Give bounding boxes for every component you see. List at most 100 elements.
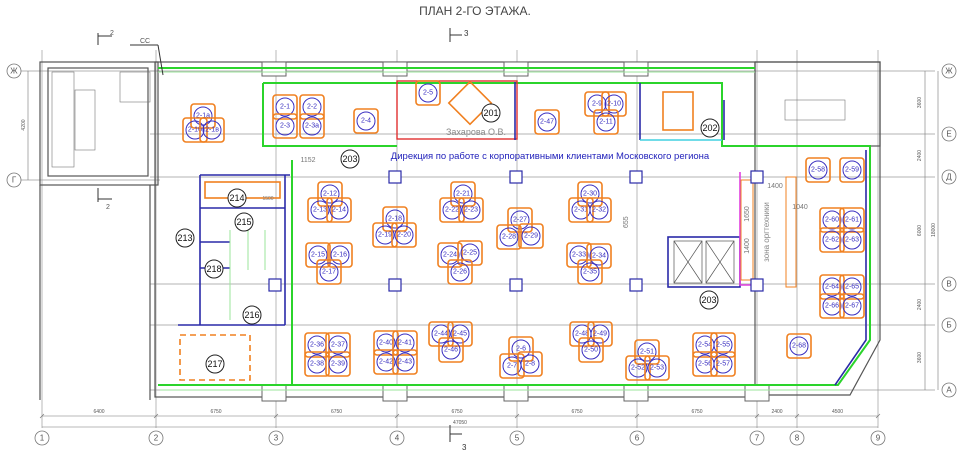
workstation[interactable]: 2-28 [496,224,522,250]
workstation[interactable]: 2-1б [182,117,208,143]
workstation-marker [713,335,733,355]
dimension-1500: 1500 [262,196,273,202]
workstation[interactable]: 2-14 [326,197,352,223]
workstation[interactable]: 2-13 [307,197,333,223]
workstation-label: 2-68 [792,343,806,350]
workstation[interactable]: 2-60 [819,207,845,233]
workstation-label: 2-53 [650,365,664,372]
column-axis-label: 1 [40,434,45,443]
workstation[interactable]: 2-31 [568,197,594,223]
workstation-label: 2-61 [845,217,859,224]
workstation-marker [385,209,405,229]
workstation-marker [302,97,322,117]
workstation[interactable]: 2-32 [586,197,612,223]
section-mark-left-top: 2 [110,30,114,37]
workstation-marker [461,200,481,220]
workstation-label: 2-67 [845,303,859,310]
workstation[interactable]: 2-17 [316,259,342,285]
column-axis-label: 8 [795,434,800,443]
workstation[interactable]: 2-19 [372,222,398,248]
workstation[interactable]: 2-55 [710,332,736,358]
desk-icon [307,197,333,223]
workstation[interactable]: 2-21 [450,181,476,207]
workstation-marker [647,358,667,378]
workstation[interactable]: 2-51 [634,339,660,365]
workstation[interactable]: 2-59 [839,157,865,183]
workstation[interactable]: 2-1а [190,103,216,129]
workstation[interactable]: 2-25 [457,240,483,266]
bottom-dimension: 6750 [691,409,702,415]
workstation[interactable]: 2-33 [566,242,592,268]
workstation[interactable]: 2-46 [438,337,464,363]
workstation[interactable]: 2-37 [325,332,351,358]
workstation[interactable]: 2-54 [692,332,718,358]
workstation[interactable]: 2-12 [317,181,343,207]
workstation-label: 2-5 [423,90,433,97]
workstation[interactable]: 2-39 [325,351,351,377]
workstation[interactable]: 2-47 [534,109,560,135]
workstation[interactable]: 2-8 [517,351,543,377]
workstation[interactable]: 2-2 [299,94,325,120]
workstation[interactable]: 2-4 [353,108,379,134]
workstation[interactable]: 2-18 [382,206,408,232]
workstation[interactable]: 2-58 [805,157,831,183]
workstation[interactable]: 2-63 [839,227,865,253]
workstation[interactable]: 2-53 [644,355,670,381]
workstation[interactable]: 2-44 [428,321,454,347]
workstation[interactable]: 2-45 [447,321,473,347]
workstation[interactable]: 2-16 [327,242,353,268]
workstation[interactable]: 2-62 [819,227,845,253]
workstation[interactable]: 2-56 [692,351,718,377]
workstation[interactable]: 2-52 [625,355,651,381]
workstation[interactable]: 2-1в [199,117,225,143]
workstation-marker [596,112,616,132]
workstation[interactable]: 2-27 [507,207,533,233]
workstation[interactable]: 2-34 [586,243,612,269]
workstation[interactable]: 2-57 [710,351,736,377]
desk-icon [499,353,525,379]
workstation[interactable]: 2-11 [593,109,619,135]
workstation[interactable]: 2-5 [415,80,441,106]
workstation[interactable]: 2-40 [373,330,399,356]
workstation[interactable]: 2-3 [272,113,298,139]
room-number: 216 [242,305,262,325]
column-axis-marker [268,430,284,446]
workstation[interactable]: 2-24 [437,242,463,268]
workstation[interactable]: 2-20 [391,222,417,248]
workstation[interactable]: 2-68 [786,333,812,359]
workstation[interactable]: 2-3а [299,113,325,139]
workstation[interactable]: 2-30 [577,181,603,207]
desk-icon [305,242,331,268]
workstation[interactable]: 2-64 [819,274,845,300]
workstation-marker [442,200,462,220]
column-axis-label: 9 [876,434,881,443]
workstation[interactable]: 2-67 [839,293,865,319]
workstation[interactable]: 2-50 [578,337,604,363]
workstation[interactable]: 2-9 [584,91,610,117]
workstation[interactable]: 2-41 [392,330,418,356]
workstation[interactable]: 2-65 [839,274,865,300]
workstation-marker [356,111,376,131]
workstation[interactable]: 2-10 [601,91,627,117]
room-number-label: 203 [701,295,716,305]
workstation[interactable]: 2-61 [839,207,865,233]
workstation[interactable]: 2-29 [518,223,544,249]
workstation[interactable]: 2-49 [587,321,613,347]
right-dimension: 6000 [917,225,923,236]
room-number-label: 218 [206,264,221,274]
workstation-label: 2-42 [379,359,393,366]
workstation[interactable]: 2-23 [458,197,484,223]
workstation-label: 2-39 [331,361,345,368]
workstation[interactable]: 2-26 [447,259,473,285]
workstation[interactable]: 2-43 [392,349,418,375]
workstation[interactable]: 2-42 [373,349,399,375]
workstation[interactable]: 2-22 [439,197,465,223]
workstation[interactable]: 2-66 [819,293,845,319]
desk-icon [373,349,399,375]
workstation-marker [375,225,395,245]
workstation[interactable]: 2-48 [569,321,595,347]
workstation[interactable]: 2-35 [577,259,603,285]
desk-icon [325,351,351,377]
workstation[interactable]: 2-1 [272,94,298,120]
workstation[interactable]: 2-15 [305,242,331,268]
